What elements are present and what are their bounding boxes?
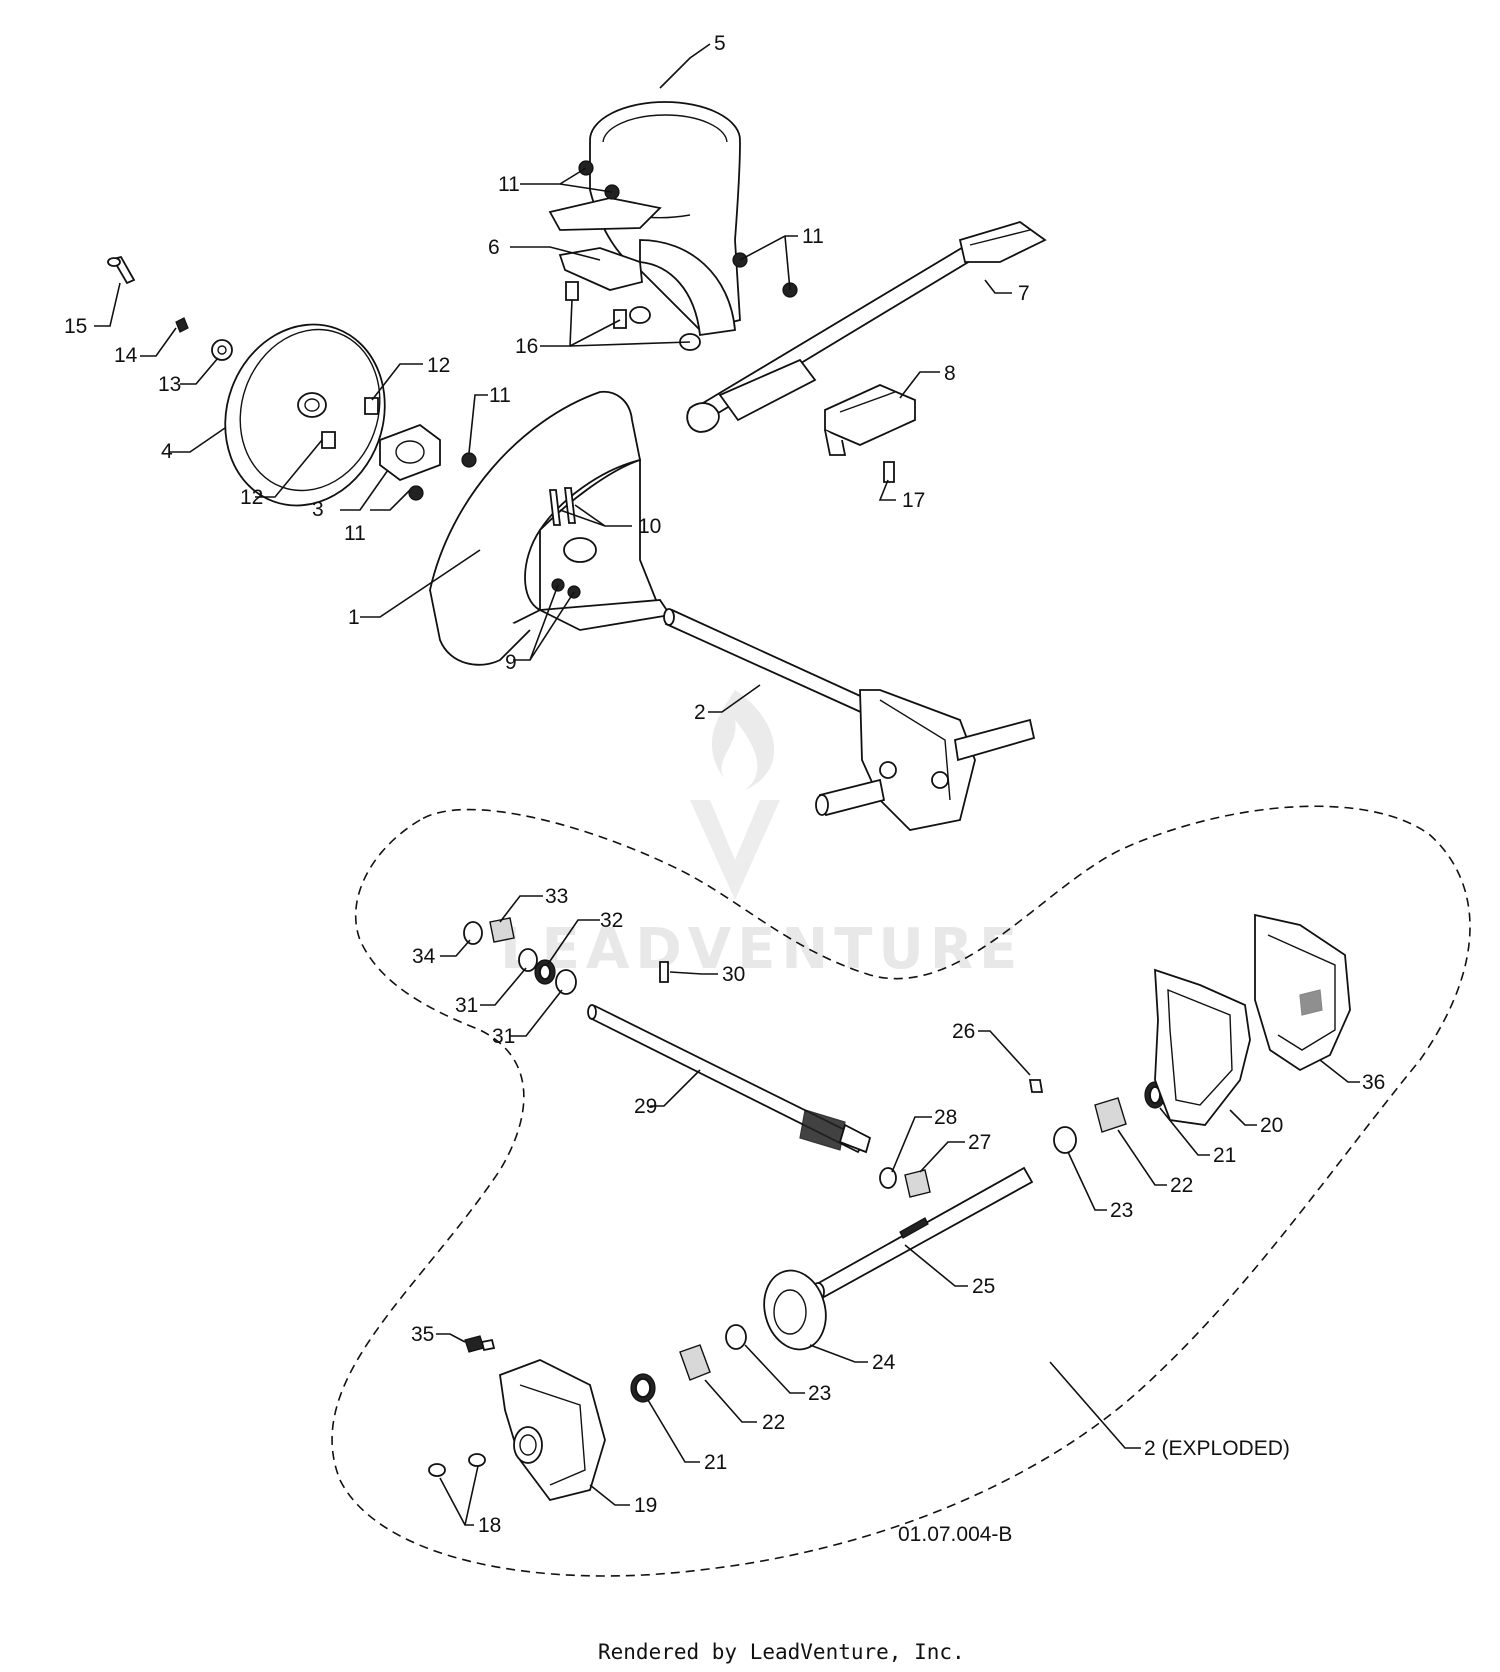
- callout-28: 28: [934, 1106, 957, 1129]
- callout-33: 33: [545, 885, 568, 908]
- callout-1: 1: [348, 606, 360, 629]
- callout-35: 35: [411, 1323, 434, 1346]
- callout-11: 11: [802, 225, 824, 248]
- callout-36: 36: [1362, 1071, 1385, 1094]
- callout-12: 12: [240, 486, 263, 509]
- callout-12: 12: [427, 354, 450, 377]
- watermark-logo: LEADVENTURE: [500, 690, 1023, 982]
- leader-lines: [94, 43, 1360, 1526]
- callout-3: 3: [312, 498, 324, 521]
- callout-25: 25: [972, 1275, 995, 1298]
- callout-26: 26: [952, 1020, 975, 1043]
- exploded-boundary: [331, 805, 1471, 1577]
- callout-15: 15: [64, 315, 87, 338]
- callouts: 5 11 6 11 7 16 12 8 11 4 13 14 15 17 1 2 …: [64, 32, 1385, 1537]
- callout-13: 13: [158, 373, 181, 396]
- crank-bracket-part-8: [824, 384, 916, 456]
- exploded-parts: [428, 913, 1351, 1502]
- callout-23: 23: [808, 1382, 831, 1405]
- carriage-bolt-icon: [565, 281, 701, 351]
- callout-32: 32: [600, 909, 623, 932]
- render-credit: Rendered by LeadVenture, Inc.: [598, 1640, 965, 1664]
- hardware-set: [107, 255, 424, 501]
- callout-20: 20: [1260, 1114, 1283, 1137]
- callout-4: 4: [161, 440, 173, 463]
- flange-part-3: [379, 423, 441, 482]
- callout-21: 21: [704, 1451, 727, 1474]
- callout-31: 31: [455, 994, 478, 1017]
- callout-5: 5: [714, 32, 726, 55]
- callout-16: 16: [515, 335, 538, 358]
- callout-31: 31: [492, 1025, 515, 1048]
- callout-21: 21: [1213, 1144, 1236, 1167]
- callout-8: 8: [944, 362, 956, 385]
- callout-30: 30: [722, 963, 745, 986]
- callout-11: 11: [344, 522, 366, 545]
- callout-11: 11: [498, 173, 520, 196]
- callout-29: 29: [634, 1095, 657, 1118]
- callout-19: 19: [634, 1494, 657, 1517]
- callout-14: 14: [114, 344, 138, 367]
- pulley-part-4: [224, 323, 386, 507]
- callout-24: 24: [872, 1351, 896, 1374]
- callout-34: 34: [412, 945, 436, 968]
- callout-9: 9: [505, 651, 517, 674]
- callout-11: 11: [489, 384, 511, 407]
- callout-7: 7: [1018, 282, 1030, 305]
- callout-22: 22: [1170, 1174, 1193, 1197]
- bracket-part-6: [548, 197, 736, 337]
- callout-22: 22: [762, 1411, 785, 1434]
- auger-gearbox-part-2: [663, 608, 1036, 831]
- callout-18: 18: [478, 1514, 501, 1537]
- callout-23: 23: [1110, 1199, 1133, 1222]
- housing-part-1: [429, 390, 672, 666]
- chute-crank-part-7: [686, 221, 1047, 433]
- callout-10: 10: [638, 515, 661, 538]
- drawing-code: 01.07.004-B: [898, 1523, 1012, 1546]
- callout-17: 17: [902, 489, 925, 512]
- screw-part-17: [883, 461, 895, 483]
- callout-exploded: 2 (EXPLODED): [1144, 1437, 1290, 1460]
- watermark-text: LEADVENTURE: [500, 917, 1023, 982]
- callout-6: 6: [488, 236, 500, 259]
- callout-27: 27: [968, 1131, 991, 1154]
- callout-2: 2: [694, 701, 706, 724]
